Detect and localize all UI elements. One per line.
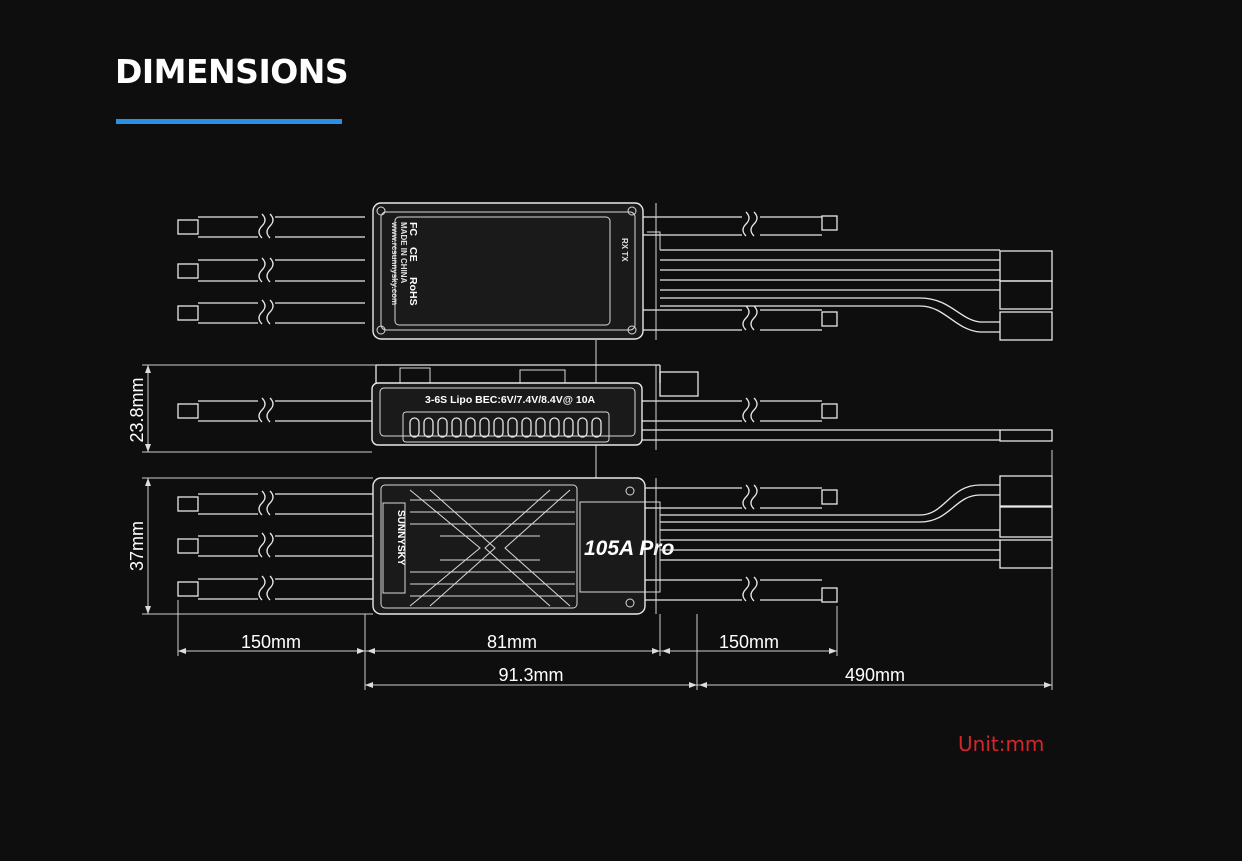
- bottom-side-brand: SUNNYSKY: [395, 510, 406, 566]
- dim-lead-left: 150mm: [241, 632, 301, 652]
- svg-text:RoHS: RoHS: [407, 277, 419, 306]
- dim-body-length: 81mm: [487, 632, 537, 652]
- unit-note: Unit:mm: [958, 732, 1045, 756]
- top-body: [372, 202, 644, 340]
- title-underline: [116, 119, 342, 124]
- dim-battery-lead: 490mm: [845, 665, 905, 685]
- page-title: DIMENSIONS: [115, 52, 349, 91]
- top-right-wires: [643, 203, 1053, 341]
- top-markings: FC CE RoHS MADE IN CHINA www.rcsunnysky.…: [390, 221, 419, 306]
- svg-text:FC: FC: [407, 222, 419, 236]
- svg-text:www.rcsunnysky.com: www.rcsunnysky.com: [390, 221, 399, 305]
- top-left-motor-wires: [177, 213, 365, 325]
- dim-overall-length: 91.3mm: [498, 665, 563, 685]
- bottom-left-motor-wires: [177, 490, 373, 601]
- heatsink-grille: [409, 489, 575, 607]
- side-view: 3-6S Lipo BEC:6V/7.4V/8.4V@ 10A: [177, 364, 1053, 450]
- model-name: 105A Pro: [584, 537, 674, 560]
- svg-text:CE: CE: [407, 247, 419, 262]
- rx-tx-label: RX TX: [620, 238, 629, 262]
- dim-lead-right: 150mm: [719, 632, 779, 652]
- dimension-lines: [142, 364, 1053, 690]
- dim-width: 37mm: [127, 521, 147, 571]
- top-view: FC CE RoHS MADE IN CHINA www.rcsunnysky.…: [177, 202, 1053, 341]
- side-digits: [409, 417, 602, 438]
- side-spec-label: 3-6S Lipo BEC:6V/7.4V/8.4V@ 10A: [425, 394, 596, 406]
- svg-text:MADE IN CHINA: MADE IN CHINA: [399, 222, 408, 284]
- bottom-view: SUNNYSKY 105A Pro: [177, 475, 1053, 615]
- dim-height: 23.8mm: [127, 377, 147, 442]
